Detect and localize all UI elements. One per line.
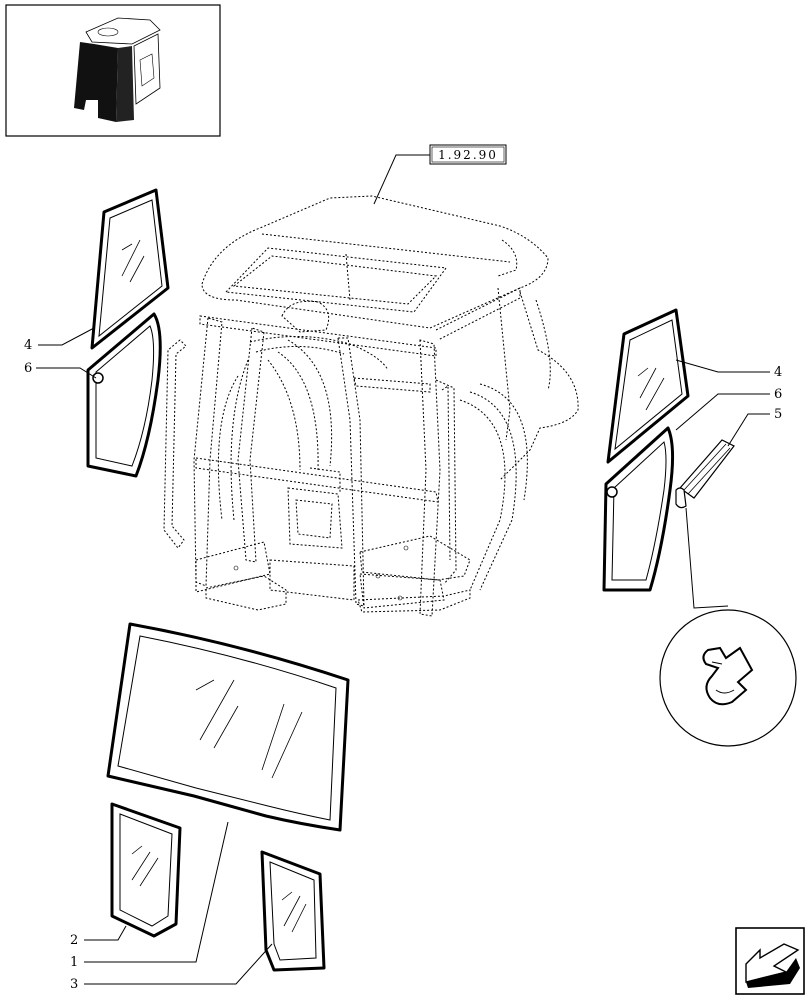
seal-profile-detail-circle — [659, 609, 797, 747]
reference-text: 1.92.90 — [438, 148, 498, 162]
callout-right-lower: 5 — [774, 407, 782, 422]
callout-left-upper: 4 — [24, 338, 32, 353]
left-upper-side-glass[interactable] — [90, 188, 170, 350]
callout-right-middle: 6 — [774, 387, 782, 402]
reference-leader — [373, 154, 430, 205]
reference-box[interactable]: 1.92.90 — [429, 144, 507, 165]
callout-right-upper: 4 — [774, 365, 782, 380]
cab-frame — [163, 195, 579, 617]
cab-thumbnail — [5, 4, 221, 137]
rear-windscreen[interactable] — [106, 622, 350, 832]
right-lower-side-glass[interactable] — [602, 426, 675, 592]
left-lower-side-glass[interactable] — [86, 312, 162, 478]
right-upper-side-glass[interactable] — [606, 308, 690, 464]
seal-strip[interactable] — [675, 439, 735, 509]
callout-leaders — [36, 327, 770, 985]
arrow-navigation-icon[interactable] — [735, 927, 805, 995]
callout-bottom-2: 2 — [70, 933, 78, 948]
callout-bottom-1: 1 — [70, 955, 78, 970]
rear-right-quarter-glass[interactable] — [260, 850, 326, 972]
callout-left-lower: 6 — [24, 361, 32, 376]
callout-bottom-3: 3 — [70, 977, 78, 992]
seal-detail-leader — [685, 507, 729, 609]
rear-left-quarter-glass[interactable] — [110, 802, 182, 938]
callout-labels: 4 6 4 6 5 2 1 3 — [24, 338, 782, 992]
